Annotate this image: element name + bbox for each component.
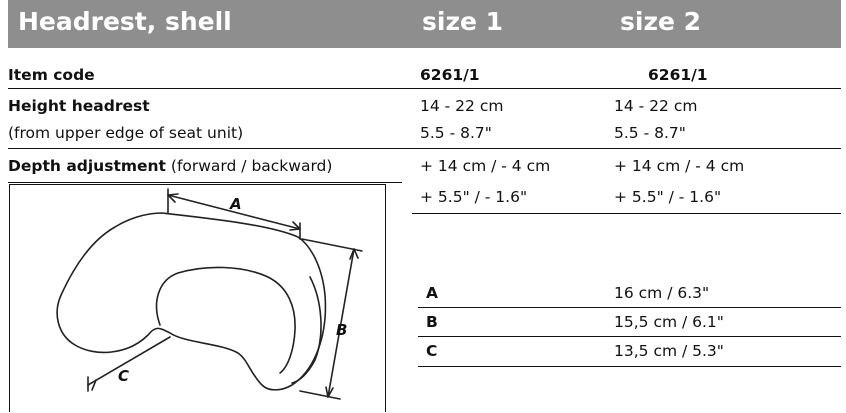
depth-in-size1: + 5.5" / - 1.6"	[420, 188, 528, 206]
height-note-label: (from upper edge of seat unit)	[8, 124, 244, 142]
row-divider	[418, 336, 841, 337]
size-1-header: size 1	[422, 7, 504, 36]
depth-label: Depth adjustment (forward / backward)	[8, 157, 332, 175]
dimension-value: 13,5 cm / 5.3"	[614, 342, 724, 360]
depth-in-size2: + 5.5" / - 1.6"	[614, 188, 722, 206]
item-code-size1: 6261/1	[420, 66, 480, 84]
drawing-label-a: A	[229, 195, 242, 213]
row-divider	[8, 148, 841, 149]
height-in-size1: 5.5 - 8.7"	[420, 124, 492, 142]
height-note-row: (from upper edge of seat unit) 5.5 - 8.7…	[8, 120, 841, 146]
height-size1: 14 - 22 cm	[420, 97, 504, 115]
row-divider	[412, 213, 841, 214]
depth-in-row: + 5.5" / - 1.6" + 5.5" / - 1.6"	[8, 184, 841, 210]
depth-row: Depth adjustment (forward / backward) + …	[8, 153, 841, 179]
dimension-value: 15,5 cm / 6.1"	[614, 313, 724, 331]
depth-label-bold: Depth adjustment	[8, 157, 166, 175]
depth-size1: + 14 cm / - 4 cm	[420, 157, 551, 175]
size-2-header: size 2	[620, 7, 702, 36]
dimension-key: A	[426, 284, 438, 302]
headrest-sketch-icon: A B C	[56, 188, 363, 400]
row-divider	[8, 88, 841, 89]
item-code-size2: 6261/1	[648, 66, 708, 84]
dimension-row-a: A 16 cm / 6.3"	[418, 279, 841, 307]
dimension-key: C	[426, 342, 438, 360]
product-title: Headrest, shell	[18, 7, 232, 36]
item-code-label: Item code	[8, 66, 95, 84]
row-divider	[418, 307, 841, 308]
headrest-drawing: A B C	[9, 184, 386, 412]
depth-label-note: (forward / backward)	[165, 157, 333, 175]
dimension-value: 16 cm / 6.3"	[614, 284, 710, 302]
dimension-key: B	[426, 313, 438, 331]
dimension-row-c: C 13,5 cm / 5.3"	[418, 337, 841, 365]
depth-size2: + 14 cm / - 4 cm	[614, 157, 745, 175]
height-row: Height headrest 14 - 22 cm 14 - 22 cm	[8, 93, 841, 119]
height-size2: 14 - 22 cm	[614, 97, 698, 115]
height-label: Height headrest	[8, 97, 150, 115]
table-header: Headrest, shell size 1 size 2	[8, 0, 841, 48]
row-divider	[8, 182, 402, 183]
row-divider	[418, 366, 841, 367]
item-code-row: Item code 6261/1 6261/1	[8, 62, 841, 88]
dimension-row-b: B 15,5 cm / 6.1"	[418, 308, 841, 336]
height-in-size2: 5.5 - 8.7"	[614, 124, 686, 142]
drawing-label-b: B	[336, 321, 347, 339]
drawing-label-c: C	[118, 367, 129, 385]
